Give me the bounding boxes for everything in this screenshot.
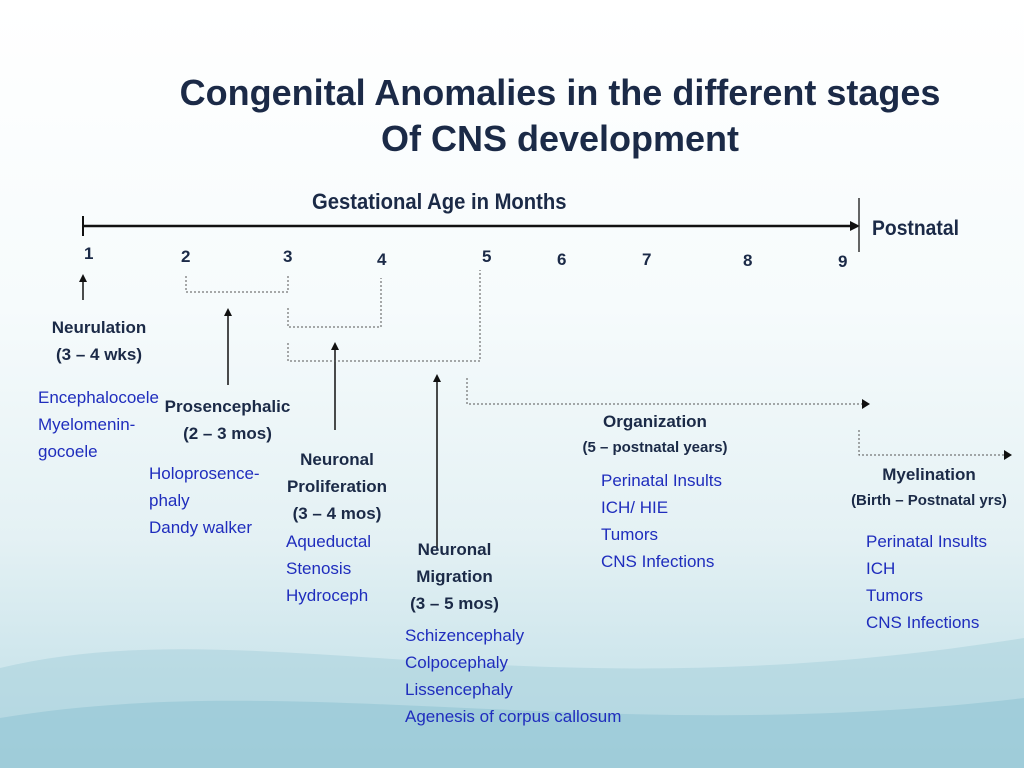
- anomaly-item: Encephalocoele: [38, 388, 159, 407]
- neurulation-anomalies: Encephalocoele Myelomenin- gocoele: [38, 384, 159, 465]
- postnatal-label: Postnatal: [872, 217, 959, 240]
- tick-month-2: 2: [181, 247, 191, 266]
- proliferation-name-line-1: Neuronal: [300, 450, 374, 469]
- anomaly-item: Perinatal Insults: [866, 532, 987, 551]
- neurulation-name: Neurulation: [51, 318, 147, 337]
- organization-arrow: [466, 378, 862, 405]
- myelination-period: (Birth – Postnatal yrs): [851, 492, 1007, 509]
- anomaly-item: Tumors: [601, 525, 658, 544]
- tick-month-7: 7: [642, 250, 652, 269]
- neurulation-stage: Neurulation (3 – 4 wks): [40, 314, 158, 368]
- migration-bracket: [287, 270, 481, 362]
- anomaly-item: ICH: [866, 559, 896, 578]
- organization-name: Organization: [603, 412, 707, 431]
- axis-title: Gestational Age in Months: [312, 189, 567, 214]
- tick-month-5: 5: [482, 247, 492, 266]
- tick-month-3: 3: [283, 247, 293, 266]
- prosencephalic-stage: Prosencephalic (2 – 3 mos): [155, 393, 300, 447]
- anomaly-item: gocoele: [38, 442, 98, 461]
- neurulation-period: (3 – 4 wks): [56, 345, 142, 364]
- anomaly-item: Perinatal Insults: [601, 471, 722, 490]
- anomaly-item: Tumors: [866, 586, 923, 605]
- anomaly-item: Aqueductal: [286, 532, 372, 551]
- tick-month-6: 6: [557, 250, 567, 269]
- tick-month-9: 9: [838, 252, 848, 271]
- anomaly-item: CNS Infections: [866, 613, 980, 632]
- prosencephalic-anomalies: Holoprosence- phaly Dandy walker: [149, 460, 260, 541]
- migration-anomalies: Schizencephaly Colpocephaly Lissencephal…: [405, 622, 621, 730]
- tick-month-4: 4: [377, 250, 387, 269]
- slide-title-line-2: Of CNS development: [380, 118, 740, 159]
- myelination-stage: Myelination (Birth – Postnatal yrs): [838, 461, 1020, 513]
- anomaly-item: Holoprosence-: [149, 464, 260, 483]
- proliferation-name-line-2: Proliferation: [286, 477, 388, 496]
- anomaly-item: Colpocephaly: [405, 653, 509, 672]
- tick-month-8: 8: [743, 251, 753, 270]
- myelination-arrow: [858, 430, 1004, 456]
- anomaly-item: Agenesis of corpus callosum: [405, 707, 622, 726]
- anomaly-item: Myelomenin-: [38, 415, 136, 434]
- anomaly-item: ICH/ HIE: [601, 498, 669, 517]
- slide-title: Congenital Anomalies in the different st…: [120, 70, 1000, 162]
- tick-month-1: 1: [84, 244, 94, 263]
- anomaly-item: Hydroceph: [286, 586, 369, 605]
- prosencephalic-period: (2 – 3 mos): [183, 424, 272, 443]
- anomaly-item: Dandy walker: [149, 518, 252, 537]
- migration-name-line-2: Migration: [416, 567, 493, 586]
- anomaly-item: phaly: [149, 491, 190, 510]
- organization-period: (5 – postnatal years): [582, 439, 728, 456]
- proliferation-stage: Neuronal Proliferation (3 – 4 mos): [276, 446, 398, 527]
- anomaly-item: CNS Infections: [601, 552, 715, 571]
- organization-arrowhead: [862, 399, 870, 409]
- myelination-anomalies: Perinatal Insults ICH Tumors CNS Infecti…: [866, 528, 987, 636]
- slide-title-line-1: Congenital Anomalies in the different st…: [179, 72, 941, 113]
- anomaly-item: Stenosis: [286, 559, 352, 578]
- prosencephalic-bracket: [185, 276, 289, 293]
- anomaly-item: Schizencephaly: [405, 626, 525, 645]
- organization-stage: Organization (5 – postnatal years): [560, 408, 750, 460]
- migration-name-line-1: Neuronal: [417, 540, 492, 559]
- proliferation-period: (3 – 4 mos): [292, 504, 382, 523]
- migration-stage: Neuronal Migration (3 – 5 mos): [402, 536, 507, 617]
- migration-period: (3 – 5 mos): [410, 594, 499, 613]
- organization-anomalies: Perinatal Insults ICH/ HIE Tumors CNS In…: [601, 467, 722, 575]
- myelination-arrowhead: [1004, 450, 1012, 460]
- proliferation-anomalies: Aqueductal Stenosis Hydroceph: [286, 528, 371, 609]
- anomaly-item: Lissencephaly: [405, 680, 513, 699]
- proliferation-bracket: [287, 278, 382, 328]
- myelination-name: Myelination: [882, 465, 976, 484]
- prosencephalic-name: Prosencephalic: [164, 397, 291, 416]
